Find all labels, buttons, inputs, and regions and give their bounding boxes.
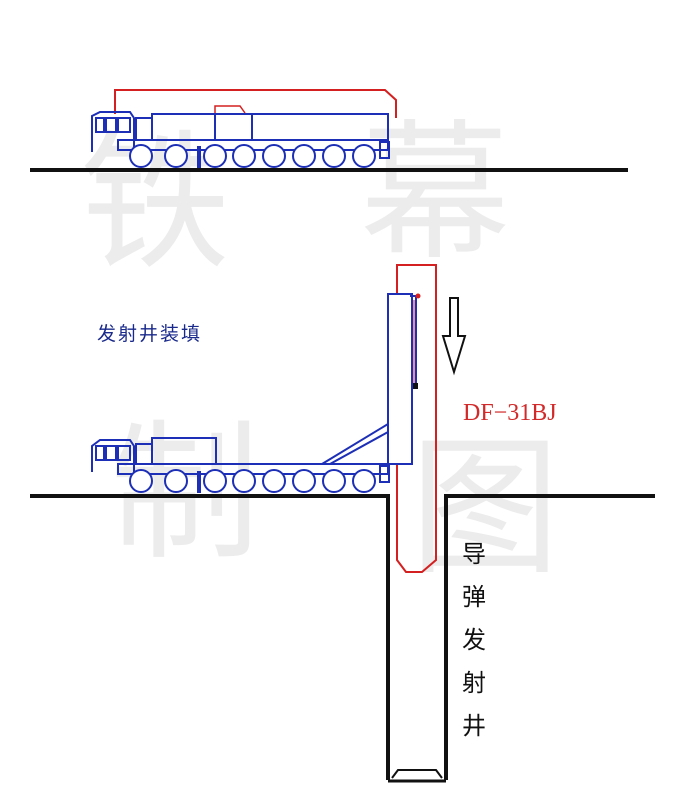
silo-label-char: 导 [462,540,486,568]
silo-base [391,769,443,779]
erector-arm-top [214,105,246,114]
wheel [164,144,188,168]
silo-label-char: 井 [462,712,486,740]
silo-label-char: 射 [462,669,486,697]
wheel [292,469,316,493]
wheels-top [129,144,376,168]
wheel [129,144,153,168]
wheel [262,469,286,493]
wheel [352,144,376,168]
missile-in-silo [396,264,437,573]
watermark-char-1: 铁 [80,117,230,291]
cab-window-1-top [95,117,105,133]
cab-window-2-top [105,117,117,133]
missile-model-label: DF−31BJ [463,400,557,426]
cab-window-3-top [117,117,131,133]
rear-bumper-top [379,141,390,159]
wheel [322,144,346,168]
silo-label: 导 弹 发 射 井 [462,540,486,740]
cab-bottom [91,439,135,472]
erected-launcher [387,293,413,465]
wheel [203,469,227,493]
wheels-bottom [129,469,376,493]
silo-label-char: 发 [462,626,486,654]
axle-marker-top [197,146,201,168]
cab-top [91,111,135,152]
support-brace-1 [321,423,389,465]
wheel [262,144,286,168]
silo-loading-scene: DF−31BJ 导 弹 发 射 [30,264,655,783]
down-arrow-icon [441,297,467,376]
wheel [232,144,256,168]
wheel [352,469,376,493]
diagram-caption: 发射井装填 [97,323,202,345]
ground-line-left [30,494,390,780]
missile-canister-top [114,89,397,118]
axle-marker-bottom [197,471,201,493]
wheel [322,469,346,493]
watermark-char-4: 图 [410,422,560,596]
transport-vehicle-top [30,89,628,172]
ground-line-right [444,494,655,780]
wheel [292,144,316,168]
wheel [129,469,153,493]
wheel [203,144,227,168]
watermark: 铁 幕 制 图 [80,107,560,596]
watermark-char-2: 幕 [360,107,510,281]
wheel [232,469,256,493]
wheel [164,469,188,493]
rear-bumper-bottom [379,465,390,483]
support-brace-2 [329,431,389,465]
silo-label-char: 弹 [462,583,486,611]
